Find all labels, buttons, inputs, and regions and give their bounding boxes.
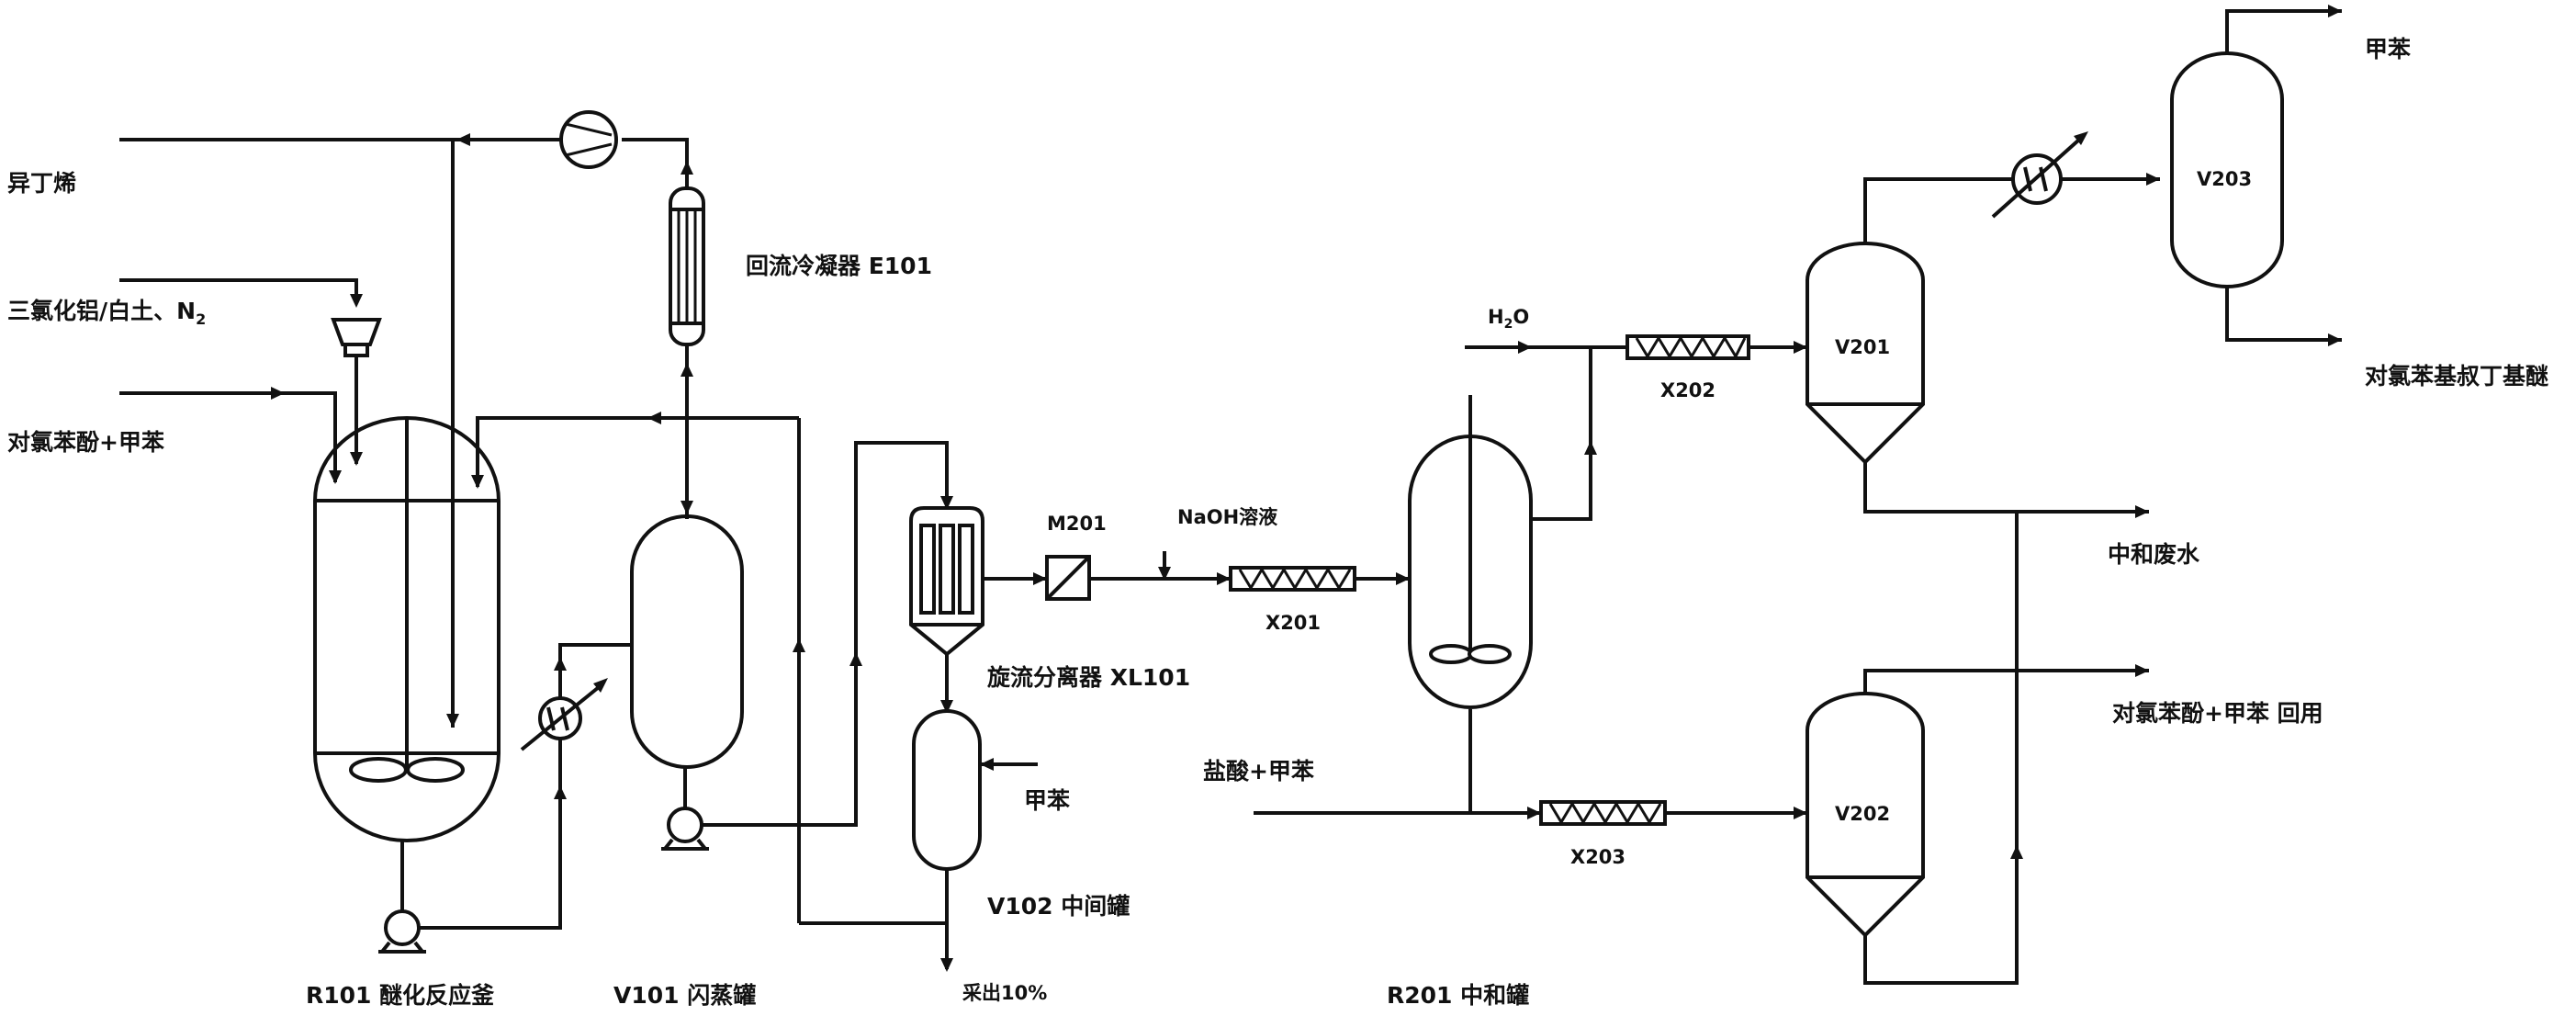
arrow-left <box>647 412 661 424</box>
reactor-r101 <box>315 418 499 841</box>
heater-e201 <box>1993 131 2088 217</box>
heater-e102 <box>522 678 608 750</box>
arrow-down <box>940 958 953 972</box>
x202-label: X202 <box>1660 379 1715 401</box>
takeoff-label: 采出10% <box>962 982 1047 1004</box>
chlorophenol-label: 对氯苯酚+甲苯 <box>7 429 164 456</box>
arrow-right <box>1527 807 1541 819</box>
arrow-up <box>681 161 693 175</box>
naoh-label: NaOH溶液 <box>1177 506 1277 528</box>
pump-r101 <box>378 911 426 952</box>
v203-label: V203 <box>2197 168 2252 190</box>
isobutylene-label: 异丁烯 <box>7 170 76 197</box>
arrow-right <box>2328 5 2342 17</box>
x203-label: X203 <box>1570 846 1625 868</box>
water-text: H <box>1488 306 1504 328</box>
water-tail: O <box>1513 306 1529 328</box>
v201-overhead-line <box>1865 179 2160 243</box>
arrow-left <box>980 758 994 771</box>
arrow-right <box>2146 173 2160 186</box>
neutralizer-label: R201 中和罐 <box>1387 982 1529 1009</box>
v202-label: V202 <box>1835 803 1890 825</box>
toluene-in-label: 甲苯 <box>1024 787 1070 814</box>
arrow-up <box>554 657 567 671</box>
arrow-up <box>681 363 693 377</box>
catalyst-subscript: 2 <box>196 310 206 328</box>
product-label: 对氯苯基叔丁基醚 <box>2365 363 2548 389</box>
arrow-right <box>1794 341 1807 354</box>
water-subscript: 2 <box>1504 317 1513 332</box>
wastewater-label: 中和废水 <box>2108 541 2200 568</box>
pump-v101 <box>661 808 709 849</box>
compressor <box>561 112 616 167</box>
toluene-out-line <box>2227 11 2342 53</box>
product-line <box>2227 287 2342 340</box>
catalyst-text: 三氯化铝/白土、N <box>7 298 196 324</box>
cyclone-label: 旋流分离器 XL101 <box>987 664 1190 691</box>
flash-label: V101 闪蒸罐 <box>613 982 756 1009</box>
arrow-right <box>1794 807 1807 819</box>
cyclone-separator-xl101 <box>911 508 983 654</box>
recycle-label: 对氯苯酚+甲苯 回用 <box>2112 700 2323 727</box>
catalyst-feeder <box>333 320 379 356</box>
arrow-down <box>350 294 363 308</box>
static-mixer-x203 <box>1541 802 1665 824</box>
condenser-vapor-line <box>622 140 687 188</box>
arrow-right <box>1518 341 1532 354</box>
arrow-right <box>2135 664 2149 677</box>
arrow-up <box>793 638 805 652</box>
hcl-label: 盐酸+甲苯 <box>1203 758 1314 785</box>
neutralizer-r201 <box>1410 395 1531 707</box>
arrow-up <box>1584 441 1597 455</box>
v201-label: V201 <box>1835 336 1890 358</box>
intermediate-tank-v102 <box>914 711 980 869</box>
condenser-label: 回流冷凝器 E101 <box>746 253 932 279</box>
m201-label: M201 <box>1047 513 1107 535</box>
flash-drum-v101 <box>632 516 742 767</box>
wastewater-line <box>1865 462 2149 512</box>
mixer-m201 <box>1047 557 1089 599</box>
static-mixer-x202 <box>1627 336 1749 358</box>
toluene-out-label: 甲苯 <box>2365 36 2411 62</box>
arrow-up <box>849 652 862 666</box>
arrow-right <box>2328 333 2342 346</box>
arrow-down <box>681 501 693 514</box>
x201-label: X201 <box>1266 612 1321 634</box>
arrow-left <box>456 133 470 146</box>
water-label: H2O <box>1488 306 1529 332</box>
arrow-right <box>271 387 285 400</box>
recycle-line <box>1865 671 2149 694</box>
condenser-e101 <box>670 188 703 344</box>
catalyst-label: 三氯化铝/白土、N2 <box>7 298 206 328</box>
arrow-up <box>2010 845 2023 859</box>
arrow-up <box>554 785 567 799</box>
arrow-right <box>2135 505 2149 518</box>
reactor-label: R101 醚化反应釜 <box>306 982 495 1009</box>
arrow-right <box>1217 572 1231 585</box>
return-line <box>478 418 799 487</box>
r201-overflow-line <box>1531 347 1591 519</box>
arrow-right <box>1396 572 1410 585</box>
static-mixer-x201 <box>1231 568 1355 590</box>
arrow-right <box>1033 572 1047 585</box>
intermediate-label: V102 中间罐 <box>987 893 1130 920</box>
